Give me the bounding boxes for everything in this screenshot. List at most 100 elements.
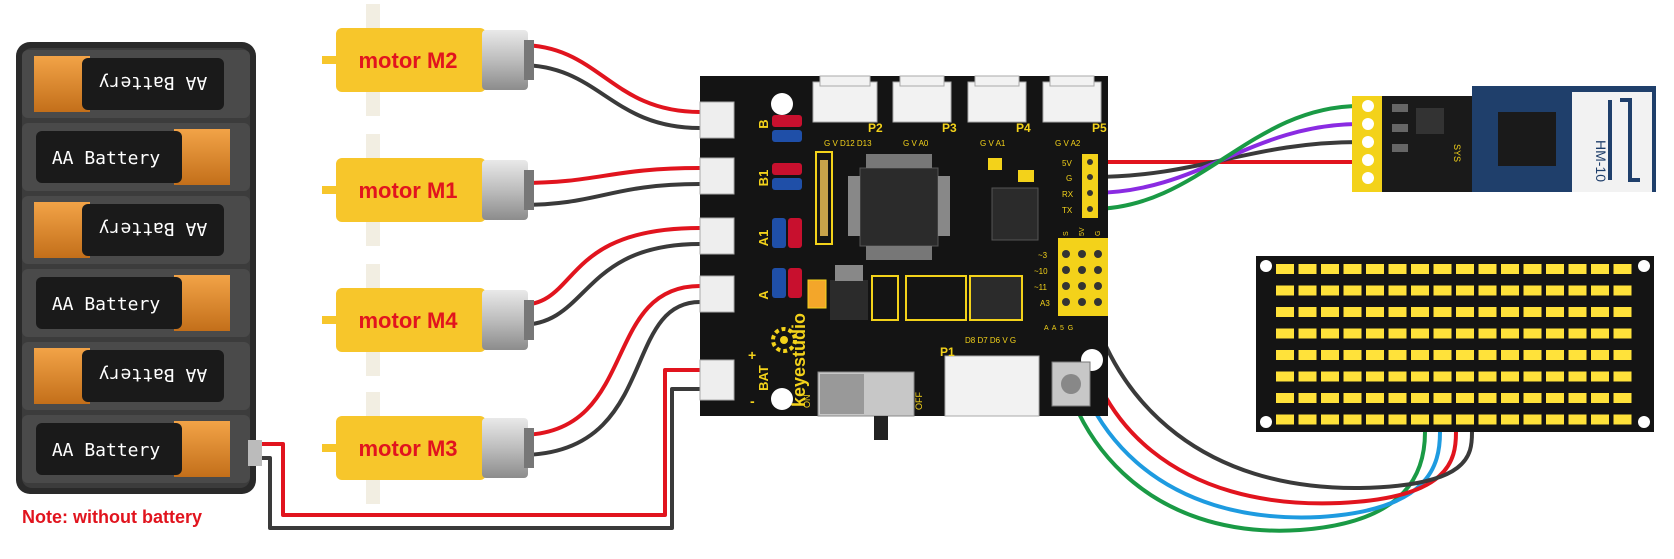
connector-b1[interactable]	[699, 157, 735, 195]
connector-bat[interactable]	[699, 359, 735, 401]
led	[1591, 350, 1609, 360]
led	[1456, 393, 1474, 403]
io-pin-11: ~11	[1034, 283, 1048, 292]
header-p5-pins: G V A2	[1055, 139, 1081, 148]
header-p2[interactable]: P2 G V D12 D13	[812, 75, 883, 148]
led	[1613, 328, 1632, 339]
battery-black-wire	[254, 387, 702, 530]
battery-cell: AA Battery	[22, 342, 250, 410]
led	[1388, 328, 1407, 339]
led	[1591, 414, 1609, 425]
bt-pin-5v: 5V	[1062, 159, 1072, 168]
wires	[254, 43, 1474, 533]
led	[1298, 371, 1317, 382]
io-pin	[1094, 298, 1102, 306]
m1-red-wire	[518, 166, 702, 185]
bt-pin-rx: RX	[1062, 190, 1074, 199]
header-p2-name: P2	[868, 121, 883, 135]
bt-pin-tx: TX	[1062, 206, 1073, 215]
led	[1411, 414, 1429, 425]
led	[1366, 264, 1384, 274]
header-p4[interactable]: P4 G V A1	[967, 75, 1031, 148]
bt-pin-header[interactable]: 5V G RX TX	[1062, 154, 1098, 218]
led	[1568, 393, 1587, 403]
led	[1411, 350, 1429, 360]
io-col-s: S	[1063, 231, 1070, 236]
battery-terminal	[248, 440, 262, 466]
connector-a1[interactable]	[699, 217, 735, 255]
led	[1568, 350, 1587, 360]
header-p3-name: P3	[942, 121, 957, 135]
led	[1546, 371, 1564, 382]
led	[1478, 307, 1497, 317]
header-p5[interactable]: P5 G V A2	[1042, 75, 1107, 148]
led	[1366, 285, 1384, 296]
led	[1321, 264, 1339, 274]
led	[1478, 414, 1497, 425]
switch-on-label: ON	[802, 395, 812, 409]
led	[1456, 264, 1474, 274]
io-pin	[1094, 282, 1102, 290]
matrix-hole	[1260, 416, 1272, 428]
led	[1276, 393, 1294, 403]
led	[1411, 328, 1429, 339]
led	[1568, 371, 1587, 382]
led	[1298, 264, 1317, 274]
m2-red-wire	[518, 43, 702, 114]
switch-off-label: OFF	[914, 392, 924, 410]
led	[1568, 414, 1587, 425]
led	[1591, 328, 1609, 339]
m3-black-wire	[518, 300, 702, 457]
battery-cell-label: AA Battery	[99, 364, 208, 385]
led	[1366, 393, 1384, 403]
led	[1366, 307, 1384, 317]
led	[1433, 264, 1452, 274]
brand-text: keyestudio	[789, 313, 809, 407]
logo-gear-icon	[771, 327, 797, 353]
connector-b[interactable]	[699, 101, 735, 139]
led	[1321, 393, 1339, 403]
led	[1523, 414, 1542, 425]
io-pin-block[interactable]: ~3 ~10 ~11 A3 S 5V G A A 5 G	[1034, 227, 1108, 332]
motor: motor M2	[322, 4, 534, 116]
capacitors	[772, 115, 802, 298]
led	[1501, 393, 1519, 403]
motor-label: motor M3	[359, 436, 458, 461]
led	[1276, 264, 1294, 274]
header-p1[interactable]: P1 D8 D7 D6 V G	[940, 336, 1040, 417]
m4-black-wire	[518, 242, 702, 327]
led	[1276, 328, 1294, 339]
m2-black-wire	[518, 63, 702, 130]
logic-chip	[991, 187, 1039, 241]
led	[1523, 264, 1542, 274]
led	[1321, 350, 1339, 360]
led	[1433, 307, 1452, 317]
motor-label: motor M2	[359, 48, 458, 73]
header-p2-pins: G V D12 D13	[824, 139, 872, 148]
led	[1433, 371, 1452, 382]
header-p3[interactable]: P3 G V A0	[892, 75, 957, 148]
led	[1546, 414, 1564, 425]
led	[1478, 393, 1497, 403]
led	[1343, 393, 1362, 403]
battery-red-wire	[254, 368, 702, 517]
led	[1501, 285, 1519, 296]
led	[1366, 350, 1384, 360]
regulator	[830, 280, 868, 320]
led	[1298, 350, 1317, 360]
led	[1276, 350, 1294, 360]
power-switch[interactable]: ON OFF	[802, 371, 924, 440]
led	[1276, 371, 1294, 382]
io-col-g: G	[1095, 231, 1102, 236]
led	[1568, 307, 1587, 317]
led	[1478, 371, 1497, 382]
led	[1568, 285, 1587, 296]
led	[1433, 328, 1452, 339]
led	[1411, 307, 1429, 317]
battery-note: Note: without battery	[22, 507, 202, 527]
connector-a[interactable]	[699, 275, 735, 313]
led	[1366, 328, 1384, 339]
